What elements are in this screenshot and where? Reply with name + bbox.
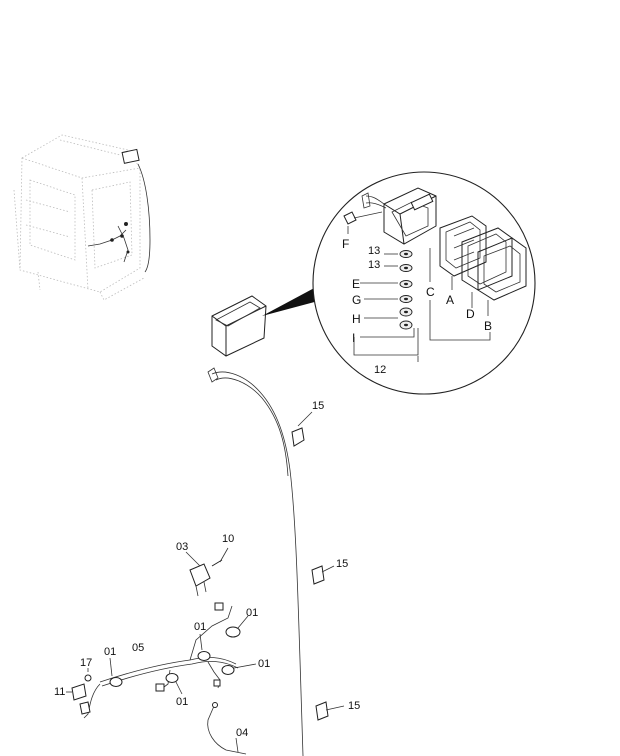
callout-01-center: 01 (194, 621, 206, 633)
lamp-detail-view: F 13 13 E G H I C A D B 12 (312, 171, 536, 395)
callout-g: G (352, 293, 361, 307)
callout-i: I (352, 331, 355, 345)
callout-b: B (484, 319, 492, 333)
callout-d: D (466, 307, 475, 321)
callout-12: 12 (374, 364, 386, 376)
grommet-01-right (221, 663, 257, 675)
callout-13-upper: 13 (368, 245, 380, 257)
lens-a (439, 215, 487, 277)
cable-04 (207, 702, 247, 755)
callout-15-top: 15 (312, 400, 324, 412)
connectors (155, 602, 224, 692)
main-harness (207, 367, 304, 756)
callout-01-left: 01 (104, 646, 116, 658)
callout-03: 03 (176, 541, 188, 553)
magnifier-pointer (262, 286, 322, 316)
grommet-01-left (109, 657, 123, 687)
clip-10 (211, 547, 229, 567)
grommet-01-bottom (165, 673, 183, 695)
frame-b (477, 237, 527, 301)
callout-10: 10 (222, 533, 234, 545)
callout-e: E (352, 277, 360, 291)
callout-01-top-right: 01 (246, 607, 258, 619)
clamp-15-bottom (315, 701, 345, 721)
switch-03 (185, 551, 211, 597)
hardware-stack (399, 250, 413, 330)
cab-wiring (87, 163, 151, 273)
work-lamp-assembly (211, 295, 267, 357)
callout-f: F (342, 237, 349, 251)
sub-harness-05 (83, 605, 239, 719)
callout-a: A (446, 293, 454, 307)
callout-01-bottom: 01 (176, 696, 188, 708)
bracket-11 (66, 683, 91, 715)
bolt-17 (84, 668, 92, 682)
callout-13-lower: 13 (368, 259, 380, 271)
grommet-01-center (197, 633, 211, 661)
callout-c: C (426, 285, 435, 299)
cab-work-lamp (121, 148, 140, 164)
callout-15-bottom: 15 (348, 700, 360, 712)
clamp-15-mid (311, 565, 335, 585)
cab-outline (13, 134, 145, 301)
callout-05: 05 (132, 642, 144, 654)
callout-15-mid: 15 (336, 558, 348, 570)
grommet-01-top-right (225, 615, 249, 638)
clamp-15-top (291, 411, 313, 447)
callout-01-right: 01 (258, 658, 270, 670)
gasket-d (461, 227, 513, 291)
callout-17: 17 (80, 657, 92, 669)
callout-11: 11 (54, 686, 65, 698)
bolt-f (343, 211, 383, 225)
callout-04: 04 (236, 727, 248, 739)
callout-h: H (352, 312, 361, 326)
